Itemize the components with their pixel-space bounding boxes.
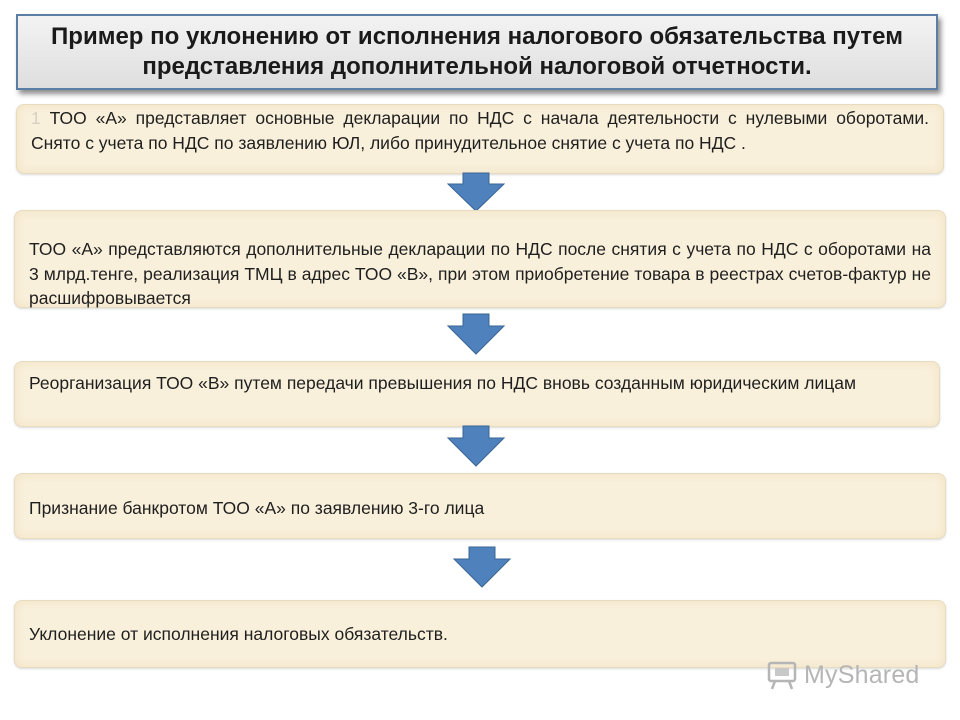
flow-step-1-number: 1 — [31, 108, 41, 128]
flow-step-5-text: Уклонение от исполнения налоговых обязат… — [29, 624, 448, 644]
watermark: MyShared — [766, 657, 926, 693]
flow-step-1-text-wrap: 1 ТОО «А» представляет основные декларац… — [31, 106, 929, 155]
flow-step-5: Уклонение от исполнения налоговых обязат… — [14, 600, 946, 668]
down-arrow-icon — [446, 313, 506, 355]
flow-step-2-text: ТОО «А» представляются дополнительные де… — [29, 239, 931, 308]
slide-title: Пример по уклонению от исполнения налого… — [51, 23, 903, 80]
flow-step-3-text: Реорганизация ТОО «В» путем передачи пре… — [29, 373, 857, 393]
down-arrow-icon — [446, 425, 506, 467]
flow-step-1-text: ТОО «А» представляет основные декларации… — [31, 108, 929, 153]
flow-step-2: ТОО «А» представляются дополнительные де… — [14, 210, 946, 308]
flow-step-4-text: Признание банкротом ТОО «А» по заявлению… — [29, 498, 485, 518]
flow-step-4: Признание банкротом ТОО «А» по заявлению… — [14, 473, 946, 539]
down-arrow-icon — [452, 546, 512, 588]
flow-step-1: 1 ТОО «А» представляет основные декларац… — [16, 104, 944, 174]
presentation-icon — [767, 661, 797, 690]
flow-step-3: Реорганизация ТОО «В» путем передачи пре… — [14, 361, 940, 427]
watermark-text: MyShared — [804, 660, 920, 689]
down-arrow-icon — [446, 172, 506, 212]
title-box: Пример по уклонению от исполнения налого… — [16, 14, 938, 90]
